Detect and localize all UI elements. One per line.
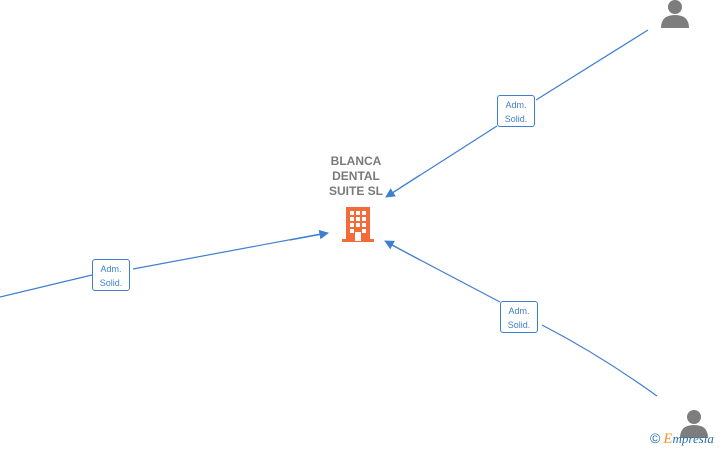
copyright-symbol: © [650, 430, 661, 446]
edge-label-left[interactable]: Adm. Solid. [92, 259, 130, 291]
brand-name: mpresia [672, 431, 714, 446]
person-icon[interactable] [679, 408, 709, 438]
edge-label-bottom-right[interactable]: Adm. Solid. [500, 301, 538, 333]
edge-label-line1: Adm. [508, 306, 530, 316]
empresia-watermark: ©Empresia [650, 430, 714, 450]
edge-left [0, 232, 327, 298]
edge-label-line2: Solid. [504, 114, 528, 124]
edge-label-line1: Adm. [100, 264, 122, 274]
person-icon[interactable] [660, 0, 690, 28]
edge-label-line2: Solid. [507, 320, 531, 330]
brand-initial: E [663, 431, 673, 447]
edge-label-line1: Adm. [505, 100, 527, 110]
edge-label-line2: Solid. [99, 278, 123, 288]
company-name[interactable]: BLANCA DENTAL SUITE SL [328, 154, 383, 198]
building-icon[interactable] [340, 205, 376, 243]
edge-label-top-right[interactable]: Adm. Solid. [497, 95, 535, 127]
